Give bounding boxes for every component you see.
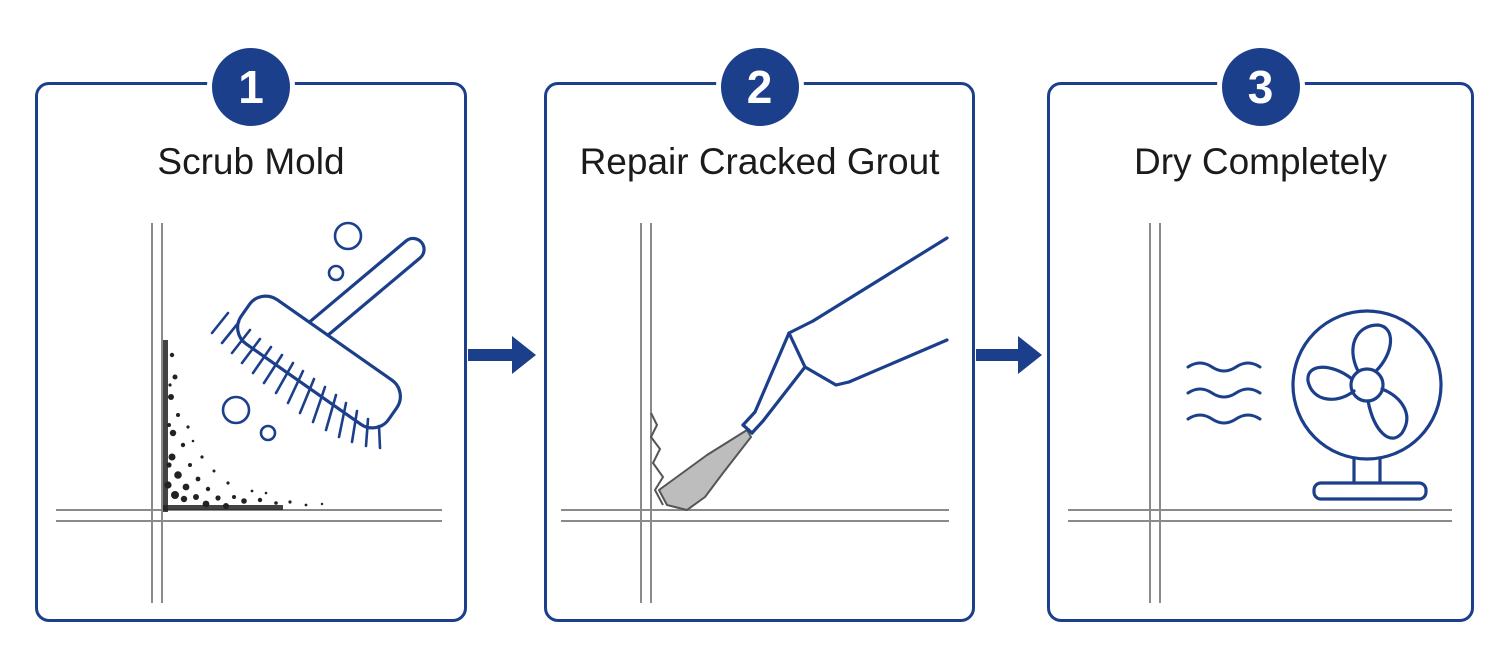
arrow-right-icon bbox=[976, 336, 1042, 374]
grout-tube-icon bbox=[741, 236, 949, 435]
fan-icon bbox=[1291, 309, 1443, 501]
step-title: Scrub Mold bbox=[157, 141, 345, 182]
air-flow-lines bbox=[1186, 361, 1262, 425]
grout-crack bbox=[649, 412, 665, 506]
scrub-mold-illustration bbox=[56, 221, 442, 603]
mold-spots bbox=[163, 340, 324, 512]
step-number-badge: 1 bbox=[207, 43, 295, 131]
dry-completely-illustration bbox=[1068, 223, 1452, 603]
scrub-brush-icon bbox=[210, 236, 426, 450]
step-panel-scrub-mold: 1 Scrub Mold bbox=[35, 43, 467, 622]
repair-grout-illustration bbox=[561, 223, 949, 603]
step-title: Repair Cracked Grout bbox=[579, 141, 940, 182]
arrow-right-icon bbox=[468, 336, 536, 374]
step-number-badge: 3 bbox=[1216, 43, 1305, 131]
step-number-badge: 2 bbox=[715, 43, 804, 131]
step-panel-repair-grout: 2 Repair Cracked Grout bbox=[544, 43, 975, 622]
step-panel-dry-completely: 3 Dry Completely bbox=[1047, 43, 1474, 622]
grout-filler bbox=[658, 429, 752, 511]
tile-grout-lines bbox=[561, 223, 949, 603]
soap-bubbles bbox=[221, 221, 363, 442]
step-title: Dry Completely bbox=[1134, 141, 1387, 182]
tile-grout-lines bbox=[1068, 223, 1452, 603]
